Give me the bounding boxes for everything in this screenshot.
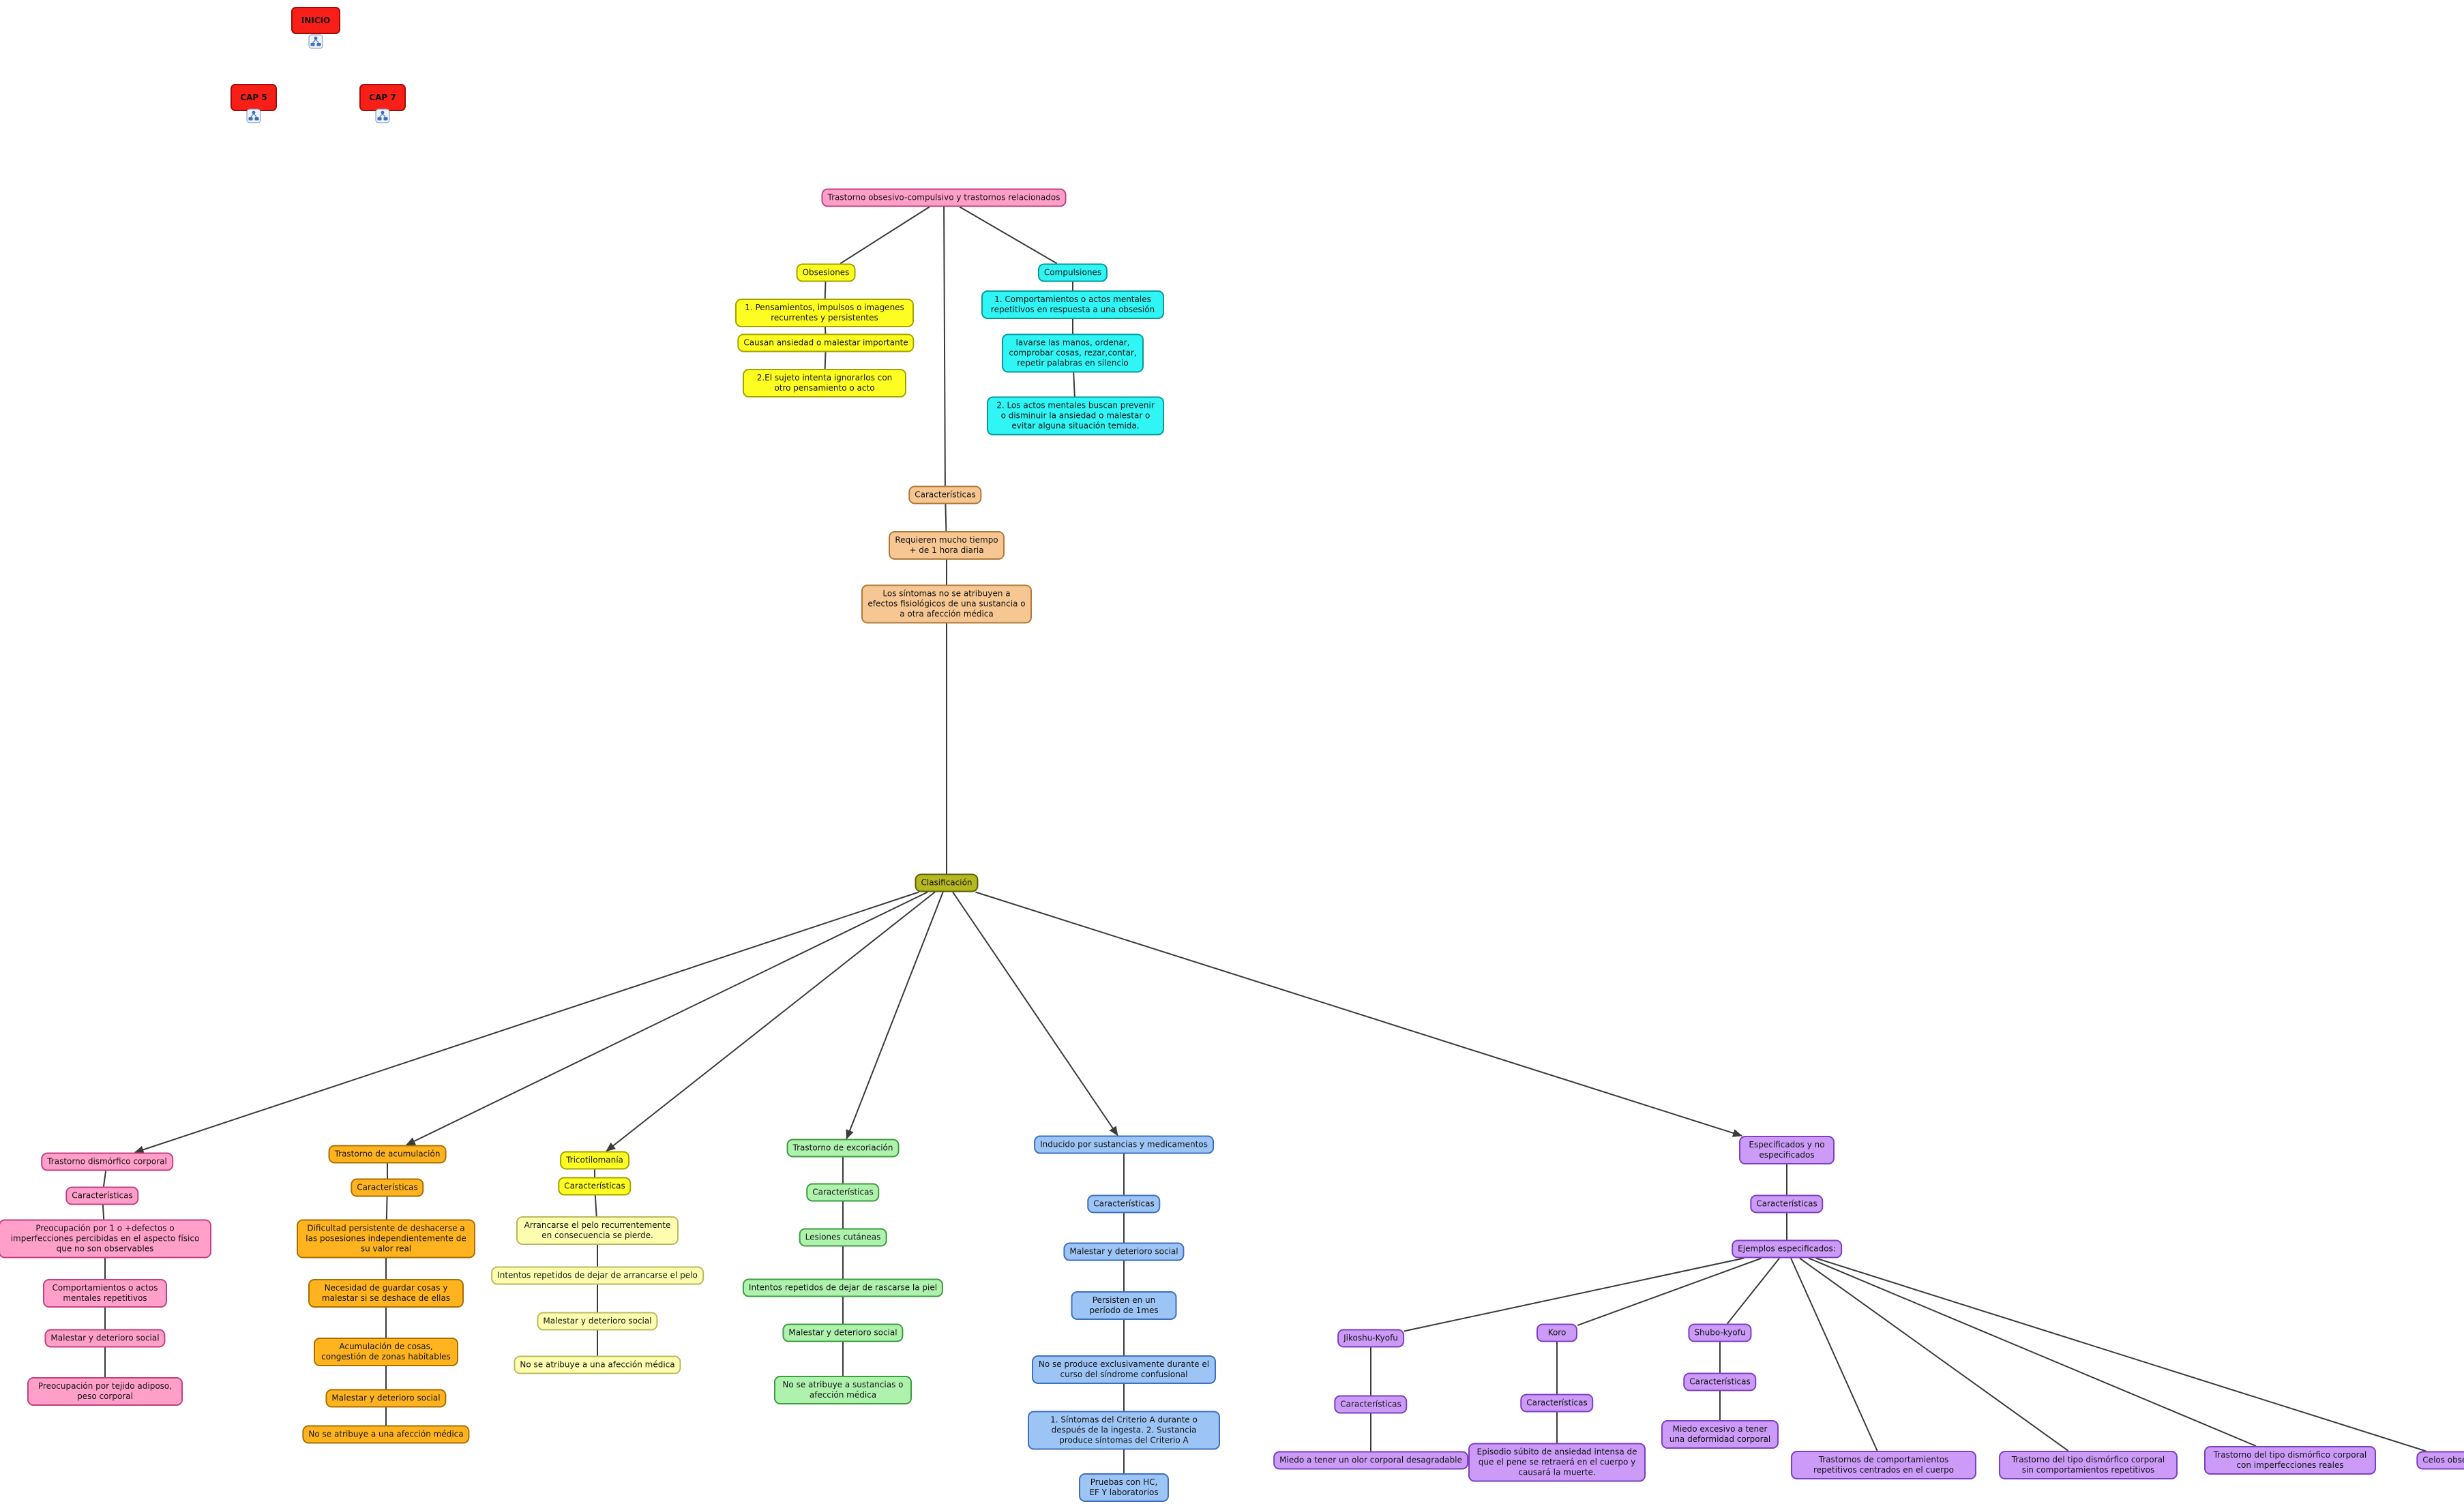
node-y2[interactable]: Arrancarse el pelo recurrentemente en co… [516,1216,679,1245]
node-u15[interactable]: Celos obsesivos [2416,1451,2464,1470]
node-u6[interactable]: Koro [1537,1323,1577,1342]
connector-line [945,504,947,532]
node-car1[interactable]: Requieren mucho tiempo + de 1 hora diari… [889,531,1005,560]
node-y0[interactable]: Tricotilomanía [560,1151,629,1170]
node-o6[interactable]: No se atribuye a una afección médica [302,1425,470,1444]
node-p0[interactable]: Trastorno dismórfico corporal [41,1152,173,1171]
cmap-link-icon-cap7[interactable] [375,108,390,123]
node-y1[interactable]: Características [558,1177,632,1196]
node-o0[interactable]: Trastorno de acumulación [328,1145,447,1164]
node-b6[interactable]: Pruebas con HC, EF Y laboratorios [1079,1473,1169,1502]
node-u5[interactable]: Miedo a tener un olor corporal desagrada… [1273,1451,1468,1470]
node-g4[interactable]: Malestar y deterioro social [782,1323,904,1342]
connector-line [1790,1258,1878,1451]
node-car2[interactable]: Los síntomas no se atribuyen a efectos f… [861,584,1032,624]
connector-line [846,892,944,1140]
node-g3[interactable]: Intentos repetidos de dejar de rascarse … [742,1278,944,1297]
connector-line [134,891,919,1154]
node-p3[interactable]: Comportamientos o actos mentales repetit… [43,1279,167,1308]
node-g1[interactable]: Características [806,1183,880,1202]
connector-line [952,891,1118,1136]
connector-line [606,891,936,1152]
node-obs[interactable]: Obsesiones [796,263,856,282]
cmap-link-icon-inicio[interactable] [308,34,323,49]
connector-line [959,206,1058,265]
node-inicio[interactable]: INICIO [291,7,340,34]
node-o4[interactable]: Acumulación de cosas, congestión de zona… [314,1338,458,1366]
node-obs1[interactable]: 1. Pensamientos, impulsos o imagenes rec… [735,299,914,327]
node-y3[interactable]: Intentos repetidos de dejar de arrancars… [491,1266,704,1285]
connector-line [824,352,827,370]
connector-line [1808,1257,2257,1447]
node-obs2[interactable]: Causan ansiedad o malestar importante [737,333,915,352]
node-car[interactable]: Características [908,485,982,504]
node-o2[interactable]: Dificultad persistente de deshacerse a l… [297,1219,475,1259]
connector-line [1577,1257,1762,1327]
node-clas[interactable]: Clasificación [915,873,979,892]
connector-line [943,207,946,486]
node-cap7[interactable]: CAP 7 [359,84,406,111]
node-obs3[interactable]: 2.El sujeto intenta ignorarlos con otro … [743,369,906,397]
node-u1[interactable]: Características [1750,1194,1824,1214]
node-p4[interactable]: Malestar y deterioro social [44,1329,166,1348]
node-u12[interactable]: Trastornos de comportamientos repetitivo… [1791,1451,1976,1479]
node-u3[interactable]: Jikoshu-Kyofu [1337,1329,1404,1348]
node-cap5[interactable]: CAP 5 [231,84,277,111]
node-u10[interactable]: Características [1683,1372,1757,1391]
node-y4[interactable]: Malestar y deterioro social [537,1312,658,1331]
cmap-link-icon-cap5[interactable] [246,108,261,123]
node-b0[interactable]: Inducido por sustancias y medicamentos [1034,1135,1214,1154]
node-comp1[interactable]: 1. Comportamientos o actos mentales repe… [981,290,1164,319]
cmap-glyph [246,108,261,123]
connector-line [1799,1257,2069,1451]
node-comp2[interactable]: lavarse las manos, ordenar, comprobar co… [1002,333,1144,373]
node-u8[interactable]: Episodio súbito de ansiedad intensa de q… [1468,1443,1646,1482]
node-u11[interactable]: Miedo excesivo a tener una deformidad co… [1661,1420,1779,1449]
connector-line [840,206,930,265]
connector-line [975,891,1742,1137]
node-p2[interactable]: Preocupación por 1 o +defectos o imperfe… [0,1219,211,1259]
connector-line [824,282,827,299]
node-g5[interactable]: No se atribuye a sustancias o afección m… [774,1376,912,1404]
node-b4[interactable]: No se produce exclusivamente durante el … [1032,1355,1216,1384]
node-g2[interactable]: Lesiones cutáneas [799,1228,887,1247]
node-o3[interactable]: Necesidad de guardar cosas y malestar si… [308,1279,464,1308]
connector-line [102,1205,105,1220]
node-b2[interactable]: Malestar y deterioro social [1063,1242,1185,1261]
cmap-glyph [308,34,323,49]
node-y5[interactable]: No se atribuye a una afección médica [514,1355,681,1374]
node-b5[interactable]: 1. Síntomas del Criterio A durante o des… [1028,1411,1220,1450]
node-comp3[interactable]: 2. Los actos mentales buscan prevenir o … [987,396,1164,436]
node-u0[interactable]: Especificados y no especificados [1739,1136,1835,1164]
node-comp[interactable]: Compulsiones [1037,263,1108,282]
node-o1[interactable]: Características [351,1178,424,1197]
node-p5[interactable]: Preocupación por tejido adiposo, peso co… [27,1377,183,1406]
node-u13[interactable]: Trastorno del tipo dismórfico corporal s… [1999,1451,2178,1479]
node-u4[interactable]: Características [1334,1395,1408,1414]
node-o5[interactable]: Malestar y deterioro social [325,1389,447,1408]
node-b3[interactable]: Persisten en un período de 1mes [1071,1291,1177,1320]
node-u2[interactable]: Ejemplos especificados: [1732,1239,1842,1259]
connector-line [1815,1257,2426,1452]
connector-line [405,891,928,1146]
node-b1[interactable]: Características [1087,1194,1161,1214]
node-u14[interactable]: Trastorno del tipo dismórfico corporal c… [2204,1446,2376,1475]
node-g0[interactable]: Trastorno de excoriación [786,1139,900,1158]
cmap-glyph [375,108,390,123]
connector-line [1727,1257,1780,1325]
connector-line [1073,372,1075,397]
connector-line [594,1195,597,1217]
node-p1[interactable]: Características [65,1186,139,1205]
node-u9[interactable]: Shubo-kyofu [1688,1323,1752,1342]
connector-line [1404,1257,1745,1332]
node-u7[interactable]: Características [1520,1394,1594,1413]
connector-line [102,1171,107,1187]
node-root[interactable]: Trastorno obsesivo-compulsivo y trastorn… [821,188,1067,207]
